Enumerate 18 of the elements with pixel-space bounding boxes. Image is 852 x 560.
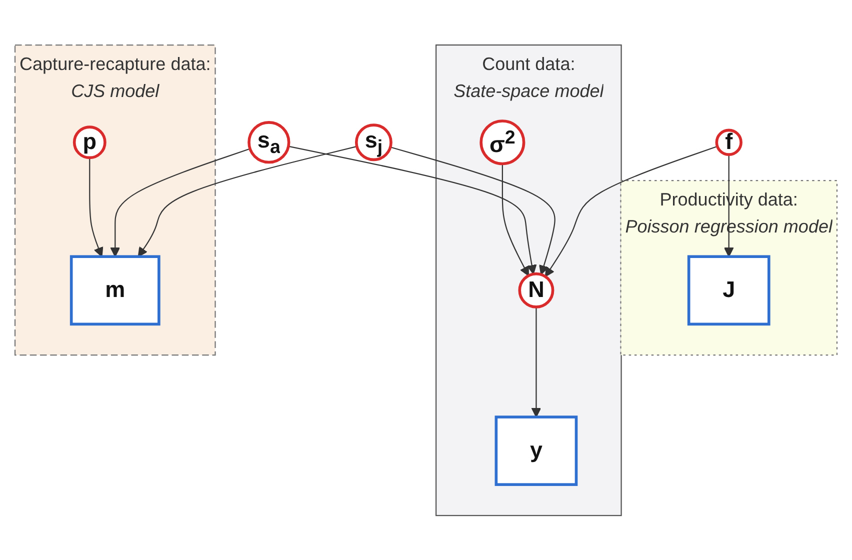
node-circle: s$_{a}$ xyxy=(248,120,290,164)
node-circle: f xyxy=(715,128,742,156)
arrow xyxy=(390,146,556,275)
arrow xyxy=(288,146,537,274)
arrow xyxy=(724,154,734,257)
arrow xyxy=(544,146,718,277)
arrow xyxy=(531,306,542,418)
node-circle: s$_{j}$ xyxy=(354,123,392,161)
arrow xyxy=(110,148,250,257)
node-circle: p xyxy=(72,125,106,159)
arrow xyxy=(502,163,529,276)
node-circle: σ$^{2}$ xyxy=(480,119,526,165)
arrow xyxy=(89,157,104,257)
node-box: m xyxy=(70,254,160,326)
node-box: y xyxy=(494,415,578,486)
arrow xyxy=(138,146,357,257)
node-box: J xyxy=(687,254,770,326)
node-circle: N xyxy=(518,272,554,308)
